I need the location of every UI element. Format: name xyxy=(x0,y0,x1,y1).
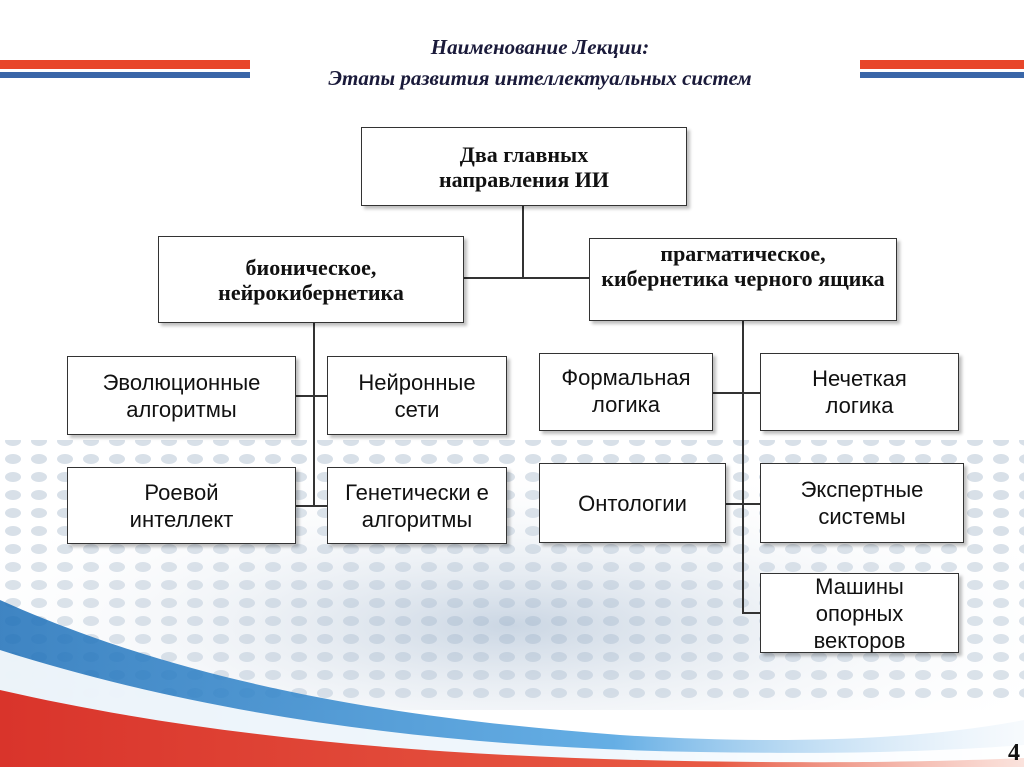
slide-title: Наименование Лекции: xyxy=(430,35,650,59)
node-label: Нейронные сети xyxy=(358,369,476,422)
node-label: Роевой интеллект xyxy=(129,479,234,532)
title-backdrop xyxy=(250,58,860,80)
node-swarm-intelligence: Роевой интеллект xyxy=(67,467,296,544)
connector-root-down xyxy=(522,205,524,278)
connector-right-row2 xyxy=(726,503,760,505)
diagram-root-label: Два главных направления ИИ xyxy=(439,141,609,192)
page-number: 4 xyxy=(1008,740,1020,766)
node-formal-logic: Формальная логика xyxy=(539,353,713,431)
node-label: Формальная логика xyxy=(561,365,691,417)
node-expert-systems: Экспертные системы xyxy=(760,463,964,543)
node-label: Машины опорных векторов xyxy=(813,573,906,653)
node-label: Экспертные системы xyxy=(800,477,924,529)
diagram-right-branch: прагматическое, кибернетика черного ящик… xyxy=(589,238,897,321)
connector-left-row2 xyxy=(296,505,328,507)
node-label: Эволюционные алгоритмы xyxy=(102,369,261,422)
node-label: Нечеткая логика xyxy=(812,366,907,418)
node-label: Генетически е алгоритмы xyxy=(345,479,489,532)
node-evolutionary-algorithms: Эволюционные алгоритмы xyxy=(67,356,296,435)
diagram-root-node: Два главных направления ИИ xyxy=(361,127,687,206)
connector-left-vertical xyxy=(313,322,315,507)
node-genetic-algorithms: Генетически е алгоритмы xyxy=(327,467,507,544)
slide-subtitle: Этапы развития интеллектуальных систем xyxy=(328,66,752,90)
connector-right-row1 xyxy=(713,392,760,394)
node-support-vector-machines: Машины опорных векторов xyxy=(760,573,959,653)
node-label: Онтологии xyxy=(578,490,687,516)
node-fuzzy-logic: Нечеткая логика xyxy=(760,353,959,431)
right-branch-label: прагматическое, кибернетика черного ящик… xyxy=(601,241,885,291)
node-ontologies: Онтологии xyxy=(539,463,726,543)
connector-right-row3 xyxy=(742,612,760,614)
connector-left-row1 xyxy=(296,395,328,397)
connector-branches xyxy=(463,277,590,279)
left-branch-label: бионическое, нейрокибернетика xyxy=(218,254,404,305)
diagram-left-branch: бионическое, нейрокибернетика xyxy=(158,236,464,323)
node-neural-networks: Нейронные сети xyxy=(327,356,507,435)
connector-right-vertical xyxy=(742,320,744,613)
